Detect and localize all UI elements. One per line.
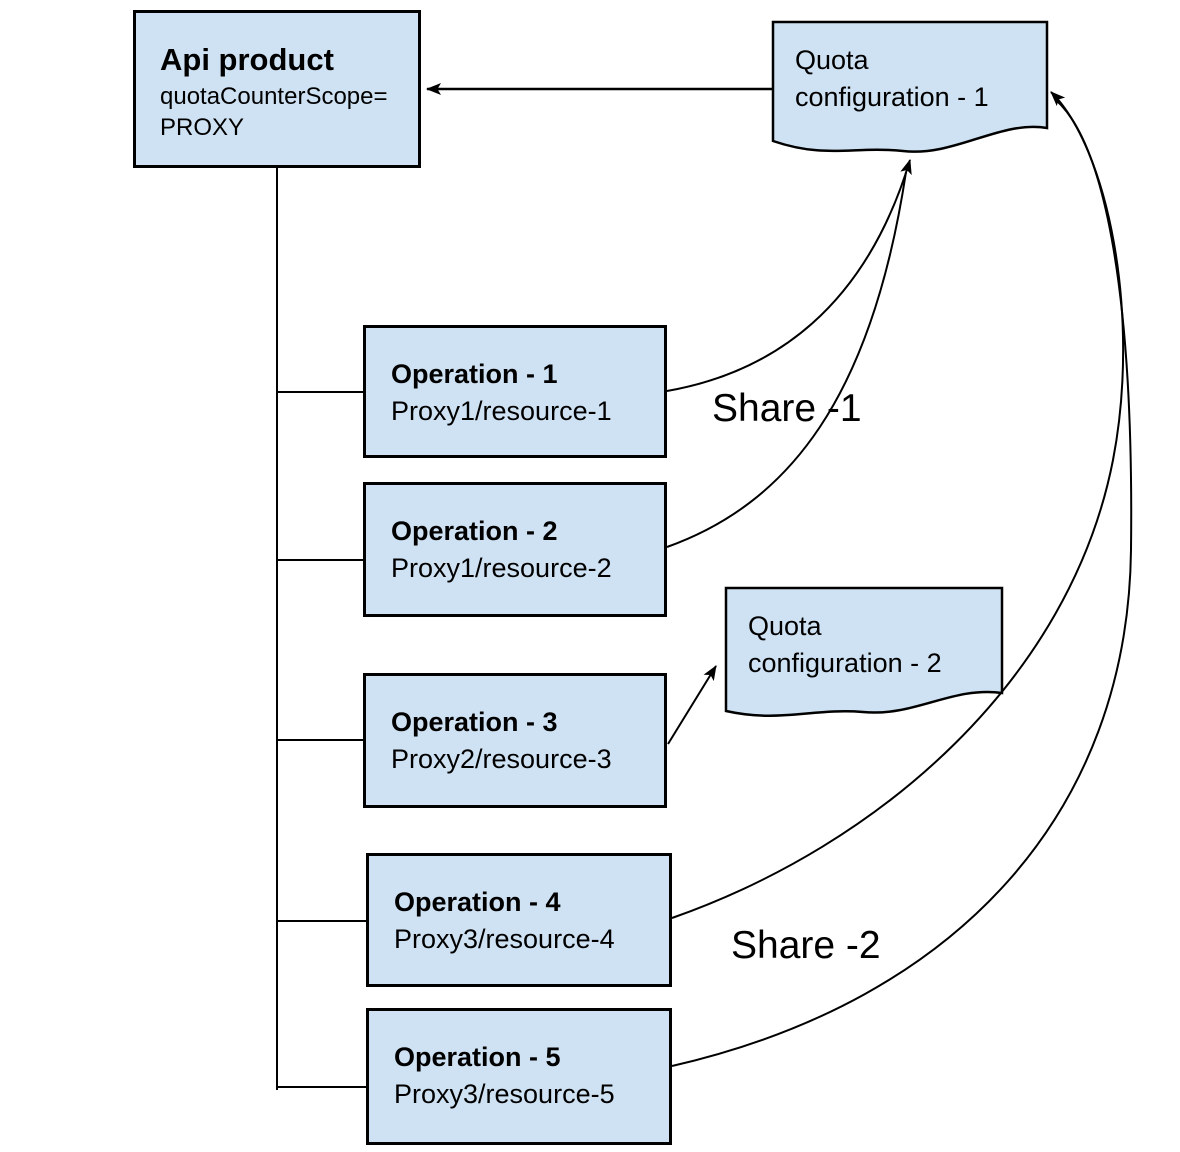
api-product-box: Api product quotaCounterScope= PROXY: [133, 10, 421, 168]
quota-config-1-label: Quota configuration - 1: [795, 42, 989, 116]
quota-config-1-line1: Quota: [795, 45, 869, 75]
operation-3-box: Operation - 3 Proxy2/resource-3: [363, 673, 667, 808]
operation-5-box: Operation - 5 Proxy3/resource-5: [366, 1008, 672, 1145]
operation-4-box: Operation - 4 Proxy3/resource-4: [366, 853, 672, 987]
curve-operation2-to-quota1: [666, 171, 907, 548]
operation-resource: Proxy3/resource-5: [394, 1079, 615, 1109]
quota-config-1-shape: [771, 20, 1049, 153]
quota-config-1-line2: configuration - 1: [795, 82, 989, 112]
operation-resource: Proxy1/resource-1: [391, 396, 612, 426]
quota-config-2-line1: Quota: [748, 611, 822, 641]
operation-title: Operation - 1: [391, 359, 558, 389]
api-product-scope-value: PROXY: [160, 114, 245, 141]
operation-resource: Proxy3/resource-4: [394, 924, 615, 954]
operation-resource: Proxy1/resource-2: [391, 553, 612, 583]
arrow-operation1-to-quota1: [666, 159, 912, 392]
quota-config-2-line2: configuration - 2: [748, 648, 942, 678]
api-product-scope-line: quotaCounterScope=: [160, 83, 388, 110]
operation-resource: Proxy2/resource-3: [391, 744, 612, 774]
share-1-label: Share -1: [712, 387, 862, 430]
share-2-label: Share -2: [731, 924, 881, 967]
operation-title: Operation - 2: [391, 516, 558, 546]
operation-title: Operation - 5: [394, 1042, 561, 1072]
operation-title: Operation - 4: [394, 887, 561, 917]
operation-title: Operation - 3: [391, 707, 558, 737]
quota-config-2-shape: [724, 586, 1004, 717]
arrow-operation3-to-quota2: [667, 665, 717, 745]
operation-1-box: Operation - 1 Proxy1/resource-1: [363, 325, 667, 458]
quota-config-2-label: Quota configuration - 2: [748, 608, 942, 682]
curve-operation5-to-quota1: [671, 99, 1133, 1067]
operation-2-box: Operation - 2 Proxy1/resource-2: [363, 482, 667, 617]
api-product-title: Api product: [160, 42, 334, 77]
